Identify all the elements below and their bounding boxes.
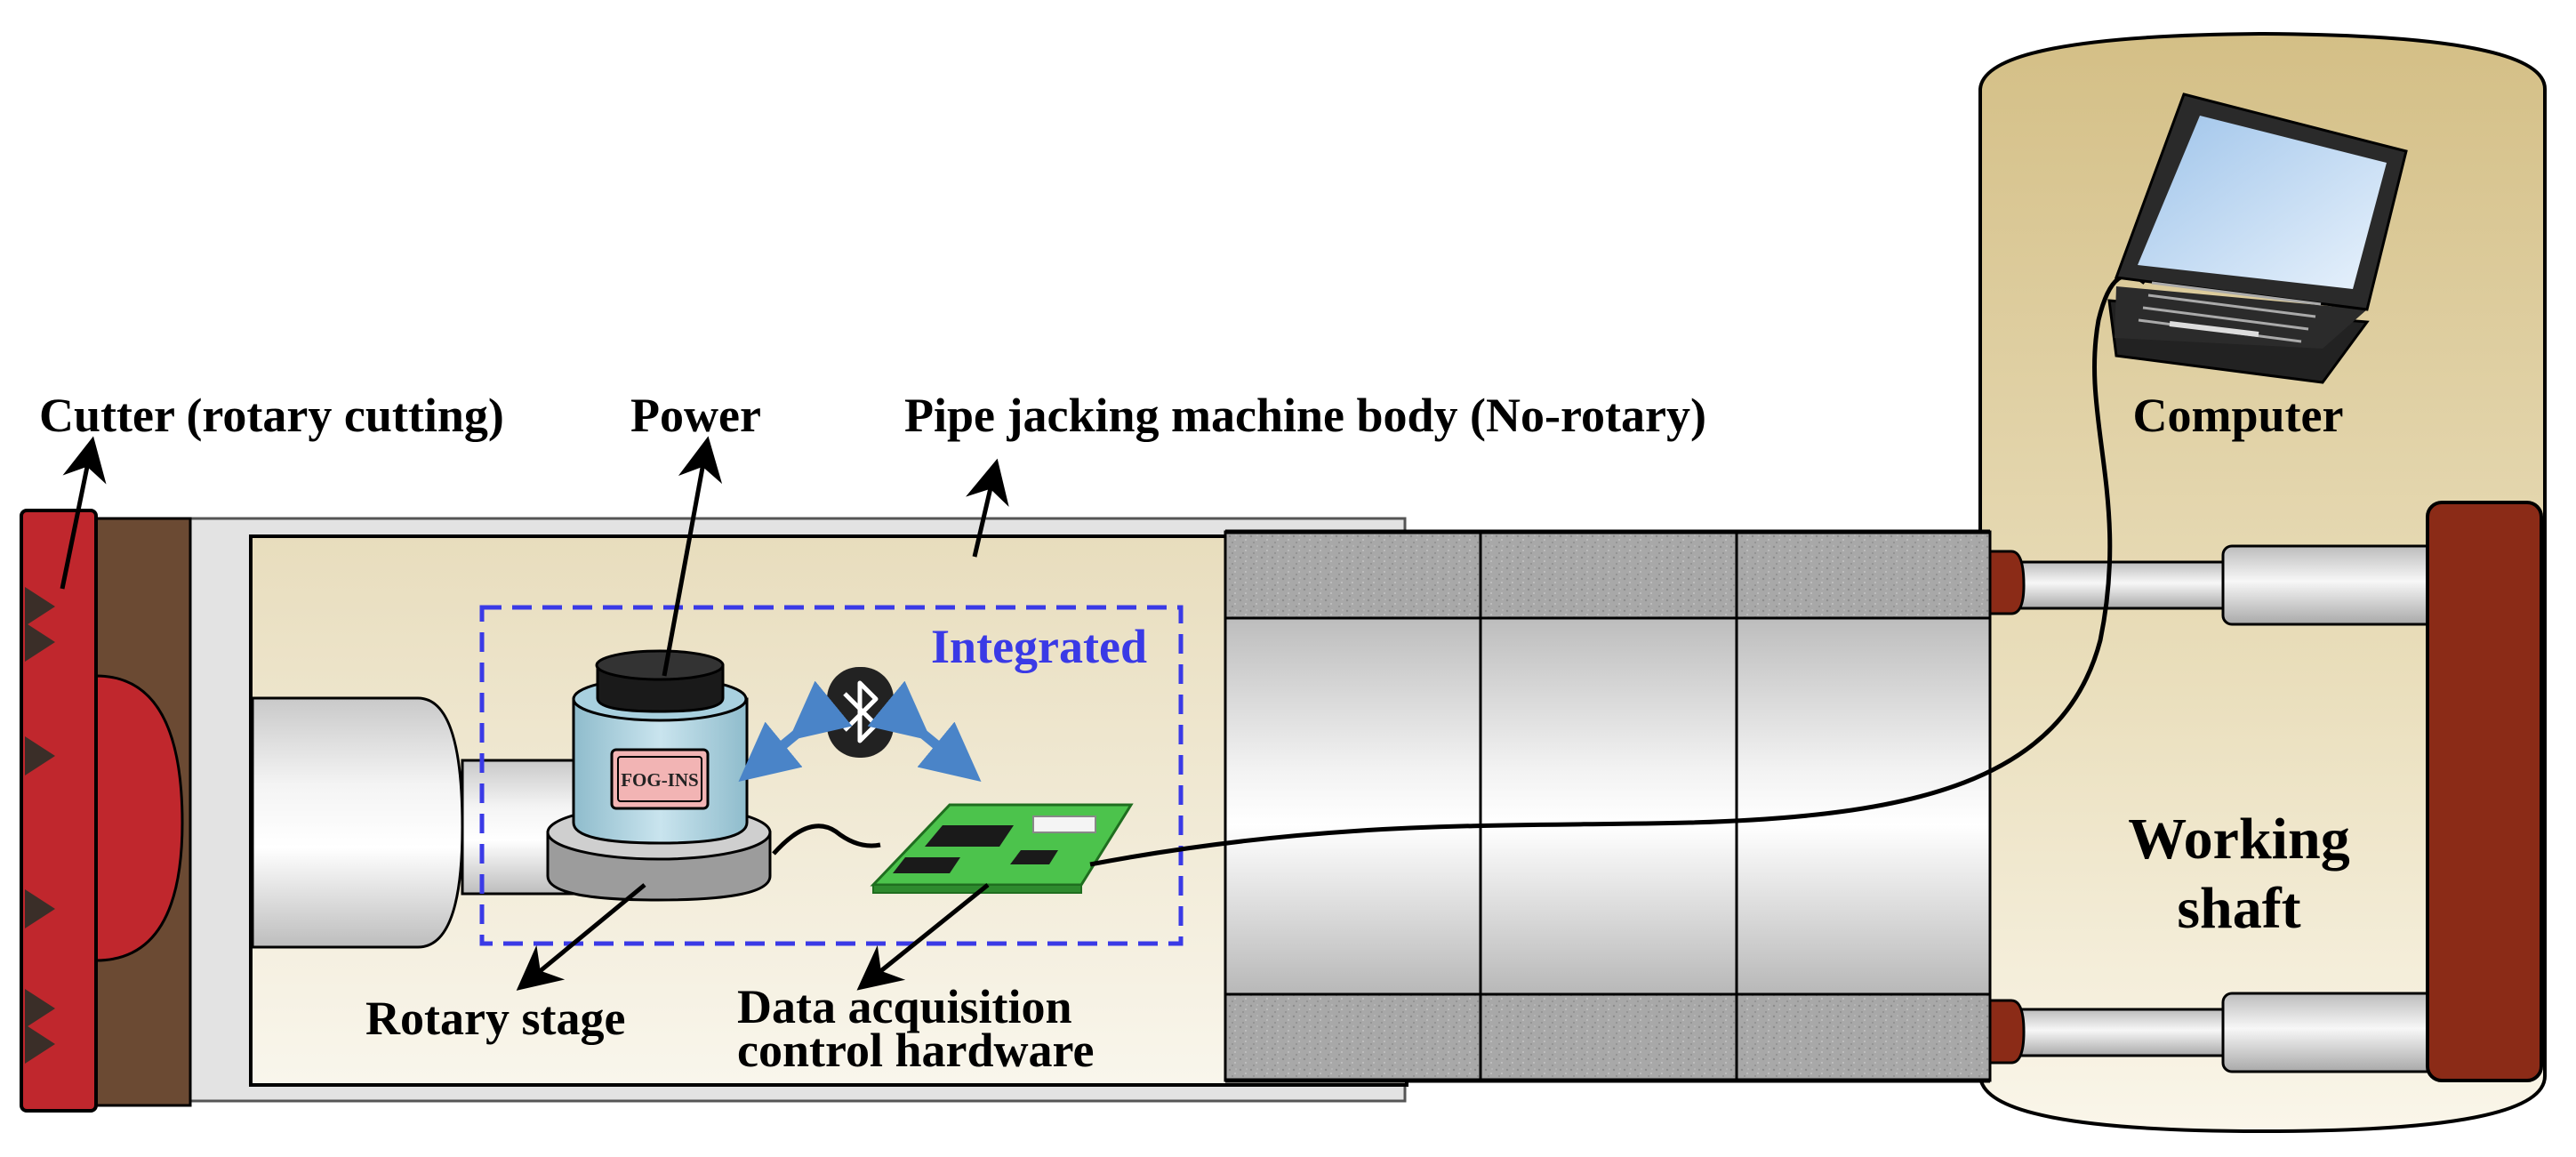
power-cable (772, 824, 881, 856)
wireless-link-arrow (738, 680, 853, 782)
cutter-pointer-arrow (60, 436, 107, 590)
fog-ins-label: FOG-INS (621, 769, 699, 791)
machine-body-pointer-arrow (965, 458, 1009, 558)
cutter-head (20, 509, 192, 1113)
cutter-tooth (25, 587, 55, 626)
circuit-board-icon (870, 803, 1134, 894)
power-pointer-arrow (662, 436, 723, 677)
data-cable (1089, 273, 2147, 867)
hydraulic-jack-bottom (1988, 992, 2438, 1073)
cutter-label: Cutter (rotary cutting) (39, 389, 504, 442)
drive-shaft (251, 696, 589, 949)
hydraulic-jack-top (1988, 544, 2438, 626)
working-shaft-label-line2: shaft (2177, 876, 2300, 941)
daq-pointer-arrow (856, 883, 990, 991)
integrated-label: Integrated (931, 620, 1147, 673)
cutter-tooth (25, 736, 55, 775)
cutter-tooth (25, 989, 55, 1028)
cutter-tooth (25, 889, 55, 928)
fog-ins-unit: FOG-INS (572, 649, 749, 845)
bluetooth-icon (827, 667, 894, 758)
cutter-tooth (25, 623, 55, 662)
rotary-stage-pointer-arrow (516, 883, 646, 991)
daq-label-line1: Data acquisition (737, 980, 1072, 1033)
computer-label: Computer (2133, 389, 2344, 442)
power-label: Power (630, 389, 761, 442)
cutter-tooth (25, 1024, 55, 1064)
jack-reaction-wall (2426, 501, 2543, 1082)
rotary-stage-label: Rotary stage (365, 992, 625, 1045)
integrated-box (479, 605, 1184, 946)
daq-label-line2: control hardware (737, 1024, 1094, 1077)
wireless-link-arrow (867, 680, 982, 782)
machine-body-label: Pipe jacking machine body (No-rotary) (904, 389, 1706, 442)
working-shaft-label-line1: Working (2128, 807, 2349, 872)
pipe-sections (1224, 529, 1992, 1083)
laptop-icon (2107, 92, 2408, 384)
